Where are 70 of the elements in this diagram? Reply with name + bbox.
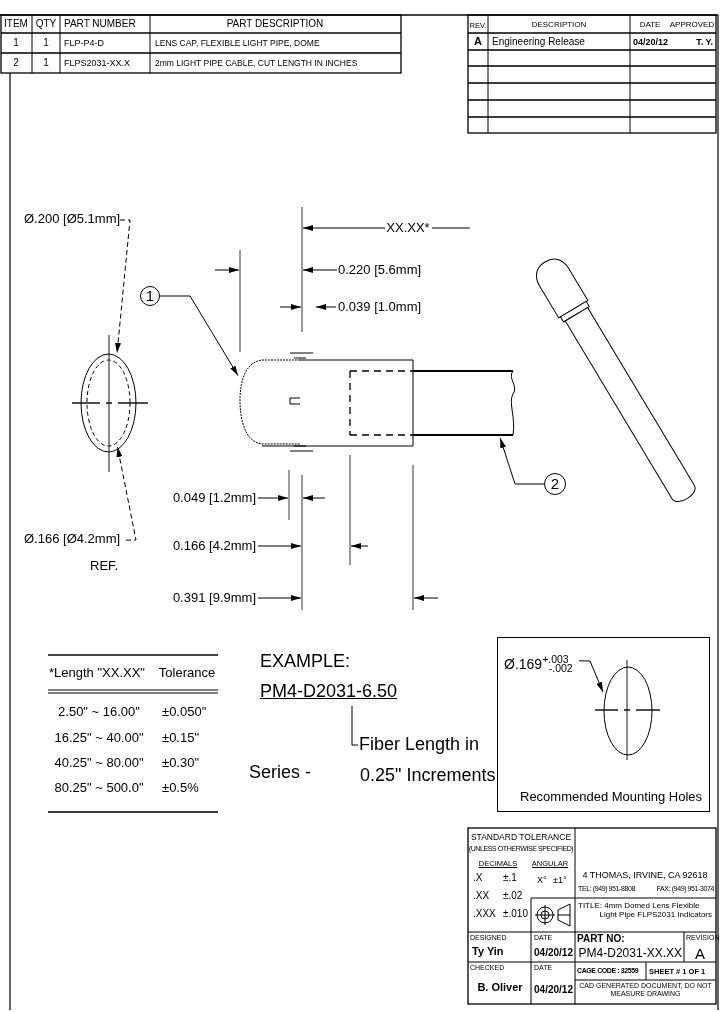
table-cell: X° xyxy=(537,874,547,886)
table-cell: T. Y. xyxy=(696,36,713,48)
table-cell: ±.02 xyxy=(503,890,523,902)
table-cell: 1 xyxy=(43,37,49,49)
table-cell: ±.010 xyxy=(503,908,528,920)
table-header: *Length "XX.XX" xyxy=(49,665,145,681)
field-label: PART NO: xyxy=(577,933,625,945)
table-cell: 40.25" ~ 80.00" xyxy=(54,755,144,771)
leader-line xyxy=(499,437,545,485)
panel-caption: Recommended Mounting Holes xyxy=(520,789,703,805)
table-header: PART NUMBER xyxy=(64,18,136,30)
dimension-text: 0.220 [5.6mm] xyxy=(338,262,422,278)
table-header: PART DESCRIPTION xyxy=(226,18,324,30)
table-header: ITEM xyxy=(4,18,28,30)
table-cell: ±0.30" xyxy=(162,755,200,771)
note-text: Series - xyxy=(249,762,311,784)
table-cell: ±.1 xyxy=(503,872,517,884)
table-cell: 1 xyxy=(43,57,49,69)
table-cell: 2mm LIGHT PIPE CABLE, CUT LENGTH IN INCHES xyxy=(155,57,358,69)
table-cell: ±0.5% xyxy=(162,780,199,796)
table-cell: .XXX xyxy=(473,908,496,920)
dimension-text: 0.039 [1.0mm] xyxy=(338,299,422,315)
leader-line xyxy=(159,295,239,376)
table-header: DESCRIPTION xyxy=(531,20,587,30)
table-cell: 2.50" ~ 16.00" xyxy=(58,704,140,720)
table-header: DATE xyxy=(639,20,661,30)
example-heading: EXAMPLE: xyxy=(260,651,351,673)
dimension-text: 0.049 [1.2mm] xyxy=(172,490,256,506)
table-cell: FLPS2031-XX.X xyxy=(64,57,131,69)
address-text: 4 THOMAS, IRVINE, CA 92618 xyxy=(582,869,708,881)
table-cell: ±0.15" xyxy=(162,730,200,746)
dimension-text: 0.166 [4.2mm] xyxy=(172,538,256,554)
field-value: Ty Yin xyxy=(472,945,504,959)
dimension-text: Ø.166 [Ø4.2mm] xyxy=(24,531,121,547)
field-value: 04/20/12 xyxy=(534,984,573,996)
table-header: STANDARD TOLERANCE xyxy=(470,831,572,843)
table-cell: 80.25" ~ 500.0" xyxy=(54,780,144,796)
leader-line xyxy=(116,446,137,541)
reference-note: REF. xyxy=(90,558,119,574)
table-cell: FLP-P4-D xyxy=(64,37,104,49)
table-cell: 16.25" ~ 40.00" xyxy=(54,730,144,746)
table-cell: 1 xyxy=(13,37,19,49)
table-cell: 2 xyxy=(13,57,19,69)
note-text: 0.25" Increments xyxy=(360,765,496,787)
table-cell: .X xyxy=(473,872,483,884)
callout-number: 1 xyxy=(140,286,160,306)
drawing-title: TITLE: 4mm Domed Lens Flexible Light Pipe FLPS2031 Indicators xyxy=(578,901,712,920)
leader-line xyxy=(578,660,604,693)
table-header: APPROVED xyxy=(669,20,715,30)
mounting-holes-panel xyxy=(497,637,710,812)
leader-line xyxy=(115,219,131,354)
note-text: Fiber Length in xyxy=(359,734,480,756)
table-header: QTY xyxy=(35,18,57,30)
callout-number: 2 xyxy=(544,473,566,495)
table-header: Tolerance xyxy=(158,665,216,681)
table-cell: Engineering Release xyxy=(492,36,585,48)
table-cell: A xyxy=(474,35,482,49)
dimension-text: Ø.200 [Ø5.1mm] xyxy=(24,211,121,227)
field-value: A xyxy=(695,945,705,963)
dimension-text: XX.XX* xyxy=(386,220,430,236)
table-cell: 04/20/12 xyxy=(633,36,669,48)
field-value: 04/20/12 xyxy=(534,947,573,959)
table-cell: ±0.050" xyxy=(162,704,207,720)
example-part-number: PM4-D2031-6.50 xyxy=(260,681,398,703)
table-cell: LENS CAP, FLEXIBLE LIGHT PIPE, DOME xyxy=(155,37,320,49)
table-cell: .XX xyxy=(473,890,490,902)
dimension-text: 0.391 [9.9mm] xyxy=(172,590,256,606)
table-cell: ±1° xyxy=(553,874,567,886)
field-value: B. Oliver xyxy=(477,981,523,995)
part-number: PM4-D2031-XX.XX xyxy=(578,945,682,961)
